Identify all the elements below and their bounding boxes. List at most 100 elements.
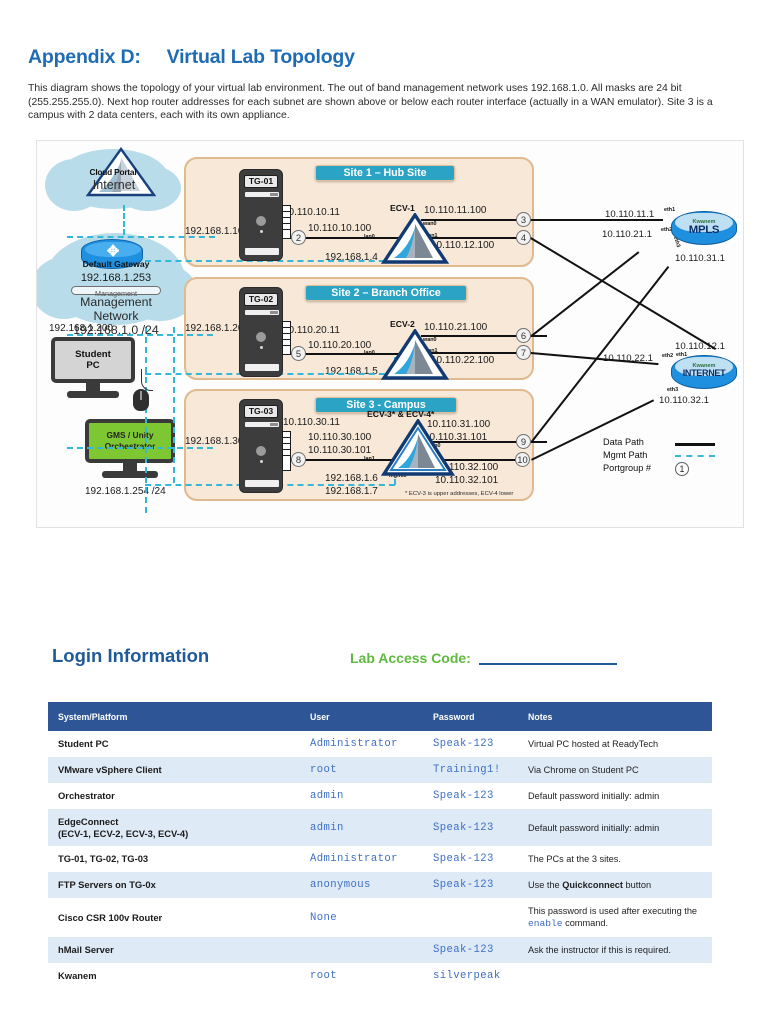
lab-access-code-blank[interactable]	[478, 652, 617, 665]
management-network-name: Management	[80, 295, 152, 309]
site-3-portgroup-wan1: 10	[515, 452, 530, 467]
site-1-lan-next-hop: 10.110.10.100	[308, 223, 372, 234]
management-network-subnet: 192.168.1.0 /24	[73, 323, 159, 337]
site-1-ecv-appliance	[381, 213, 449, 264]
site-3-wan0-ip: 10.110.31.100	[427, 419, 491, 430]
site-3-tower-label: TG-03	[244, 405, 278, 418]
site-3-ecv-appliance	[381, 419, 455, 476]
site-3-wan0-ip2: 10.110.31.101	[424, 432, 488, 443]
site-2-portstack	[282, 321, 291, 355]
site-1-wan1-ip: 10.110.12.100	[431, 240, 495, 251]
site-1-banner: Site 1 – Hub Site	[315, 165, 455, 181]
cell-system: FTP Servers on TG-0x	[48, 872, 300, 898]
site-1-portgroup-wan0: 3	[516, 212, 531, 227]
cell-user: anonymous	[300, 872, 423, 898]
intro-paragraph: This diagram shows the topology of your …	[28, 83, 713, 122]
site-1-if-wan0: wan0	[423, 221, 437, 227]
legend-data-path-swatch	[675, 443, 715, 446]
site-3-portgroup-lan: 8	[291, 452, 306, 467]
cell-user: admin	[310, 790, 344, 802]
site-3-banner: Site 3 - Campus	[315, 397, 457, 413]
site-2-ecv-name: ECV-2	[390, 319, 415, 329]
table-row: EdgeConnect(ECV-1, ECV-2, ECV-3, ECV-4)a…	[48, 809, 712, 846]
site-3-wan1-ip2: 10.110.32.101	[435, 475, 499, 486]
site-2-tower-tg02: TG-02	[239, 287, 283, 377]
cell-password: Speak-123	[433, 738, 494, 750]
site-1-wan1-link	[422, 237, 522, 239]
site-1-portgroup-wan1: 4	[516, 230, 531, 245]
cell-user: Administrator	[310, 853, 398, 865]
page-title: Appendix D:Virtual Lab Topology	[28, 46, 355, 69]
cell-notes: The PCs at the 3 sites.	[528, 854, 621, 864]
cell-system: VMware vSphere Client	[48, 757, 300, 783]
internet-wan-eth3-ip: 10.110.32.1	[659, 395, 709, 406]
mouse-cord	[141, 369, 153, 391]
site-3-tower-tg03: TG-03	[239, 399, 283, 493]
internet-wan-eth2-ip: 10.110.22.1	[603, 353, 653, 364]
site-3-lan-link	[291, 459, 403, 461]
mgmt-path-trunk-b	[173, 327, 175, 483]
orchestrator-label2: Orchestrator	[104, 441, 156, 451]
site-1-wan0-link	[421, 219, 547, 221]
student-pc-icon: Student PC	[51, 337, 135, 398]
site-3-lan-next-hop: 10.110.30.100	[308, 432, 372, 443]
col-system: System/Platform	[48, 702, 300, 731]
cell-system: Student PC	[58, 738, 109, 750]
site-3-wan1-link	[426, 459, 524, 461]
cell-password: Speak-123	[433, 790, 494, 802]
site-2-lan-host-ip: 10.110.20.11	[283, 325, 340, 336]
site-2-ecv-mgmt-ip: 192.168.1.5	[325, 366, 378, 377]
default-gateway-router-icon: ✥	[81, 239, 143, 269]
cloud-portal-label: Cloud Portal	[89, 167, 137, 177]
site-3-wan1-ip: 10.110.32.100	[435, 462, 499, 473]
cell-notes: Default password initially: admin	[518, 809, 712, 846]
site-3-if-mgmt0: mgmt0	[389, 473, 407, 479]
site-2-portgroup-lan: 5	[291, 346, 306, 361]
site-1-portstack	[282, 205, 291, 239]
cell-password: Speak-123	[423, 937, 518, 963]
site-1-ecv-name: ECV-1	[390, 203, 415, 213]
legend-mgmt-path-swatch	[675, 455, 715, 457]
site-1-wan0-ip: 10.110.11.100	[424, 205, 487, 216]
site-3-ecv-mgmt-ip: 192.168.1.6	[325, 473, 378, 484]
cell-notes: This password is used after executing th…	[528, 906, 698, 929]
orchestrator-ip: 192.168.1.254 /24	[85, 486, 166, 497]
default-gateway-ip: 192.168.1.253	[80, 272, 152, 284]
site-3-wan0-link	[425, 441, 547, 443]
orchestrator-label1: GMS / Unity	[106, 430, 154, 440]
student-pc-ip: 192.168.1.200	[49, 323, 113, 334]
cell-system: TG-01, TG-02, TG-03	[58, 853, 149, 865]
topology-diagram: Cloud Portal Internet ✥ Default Gateway …	[36, 140, 744, 528]
site-3-portgroup-wan0: 9	[516, 434, 531, 449]
lab-access-code-label: Lab Access Code:	[350, 650, 471, 666]
mgmt-path-site2	[67, 334, 213, 336]
site-3-ecv-name: ECV-3* & ECV-4*	[367, 409, 435, 419]
site-3-tower-mgmt-ip: 192.168.1.30	[185, 436, 244, 447]
internet-cloud-label: Internet	[92, 178, 136, 192]
site-1-tower-label: TG-01	[244, 175, 278, 188]
cell-password: Speak-123	[423, 809, 518, 846]
mpls-eth1-ip: 10.110.11.1	[605, 209, 655, 220]
cell-system: hMail Server	[48, 937, 300, 963]
site-3-ecv-mgmt-ip2: 192.168.1.7	[325, 486, 378, 497]
site-2-lan-next-hop: 10.110.20.100	[308, 340, 372, 351]
mpls-if-eth1: eth1	[664, 207, 676, 213]
col-password: Password	[423, 702, 518, 731]
credentials-table: System/Platform User Password Notes Stud…	[48, 702, 712, 989]
site-2-if-wan0: wan0	[423, 337, 437, 343]
mpls-cloud-sub: Kwanem	[692, 219, 716, 225]
mgmt-path-site1	[67, 236, 215, 238]
link-site1-wan0-to-mpls	[531, 219, 663, 221]
col-notes: Notes	[518, 702, 712, 731]
login-information-title: Login Information	[52, 645, 210, 666]
mpls-if-eth2: eth2	[661, 227, 673, 233]
page-title-text: Virtual Lab Topology	[166, 46, 355, 68]
cell-system: EdgeConnect(ECV-1, ECV-2, ECV-3, ECV-4)	[48, 809, 300, 846]
site-2-tower-mgmt-ip: 192.168.1.20	[185, 323, 244, 334]
site-2-portgroup-wan0: 6	[516, 328, 531, 343]
